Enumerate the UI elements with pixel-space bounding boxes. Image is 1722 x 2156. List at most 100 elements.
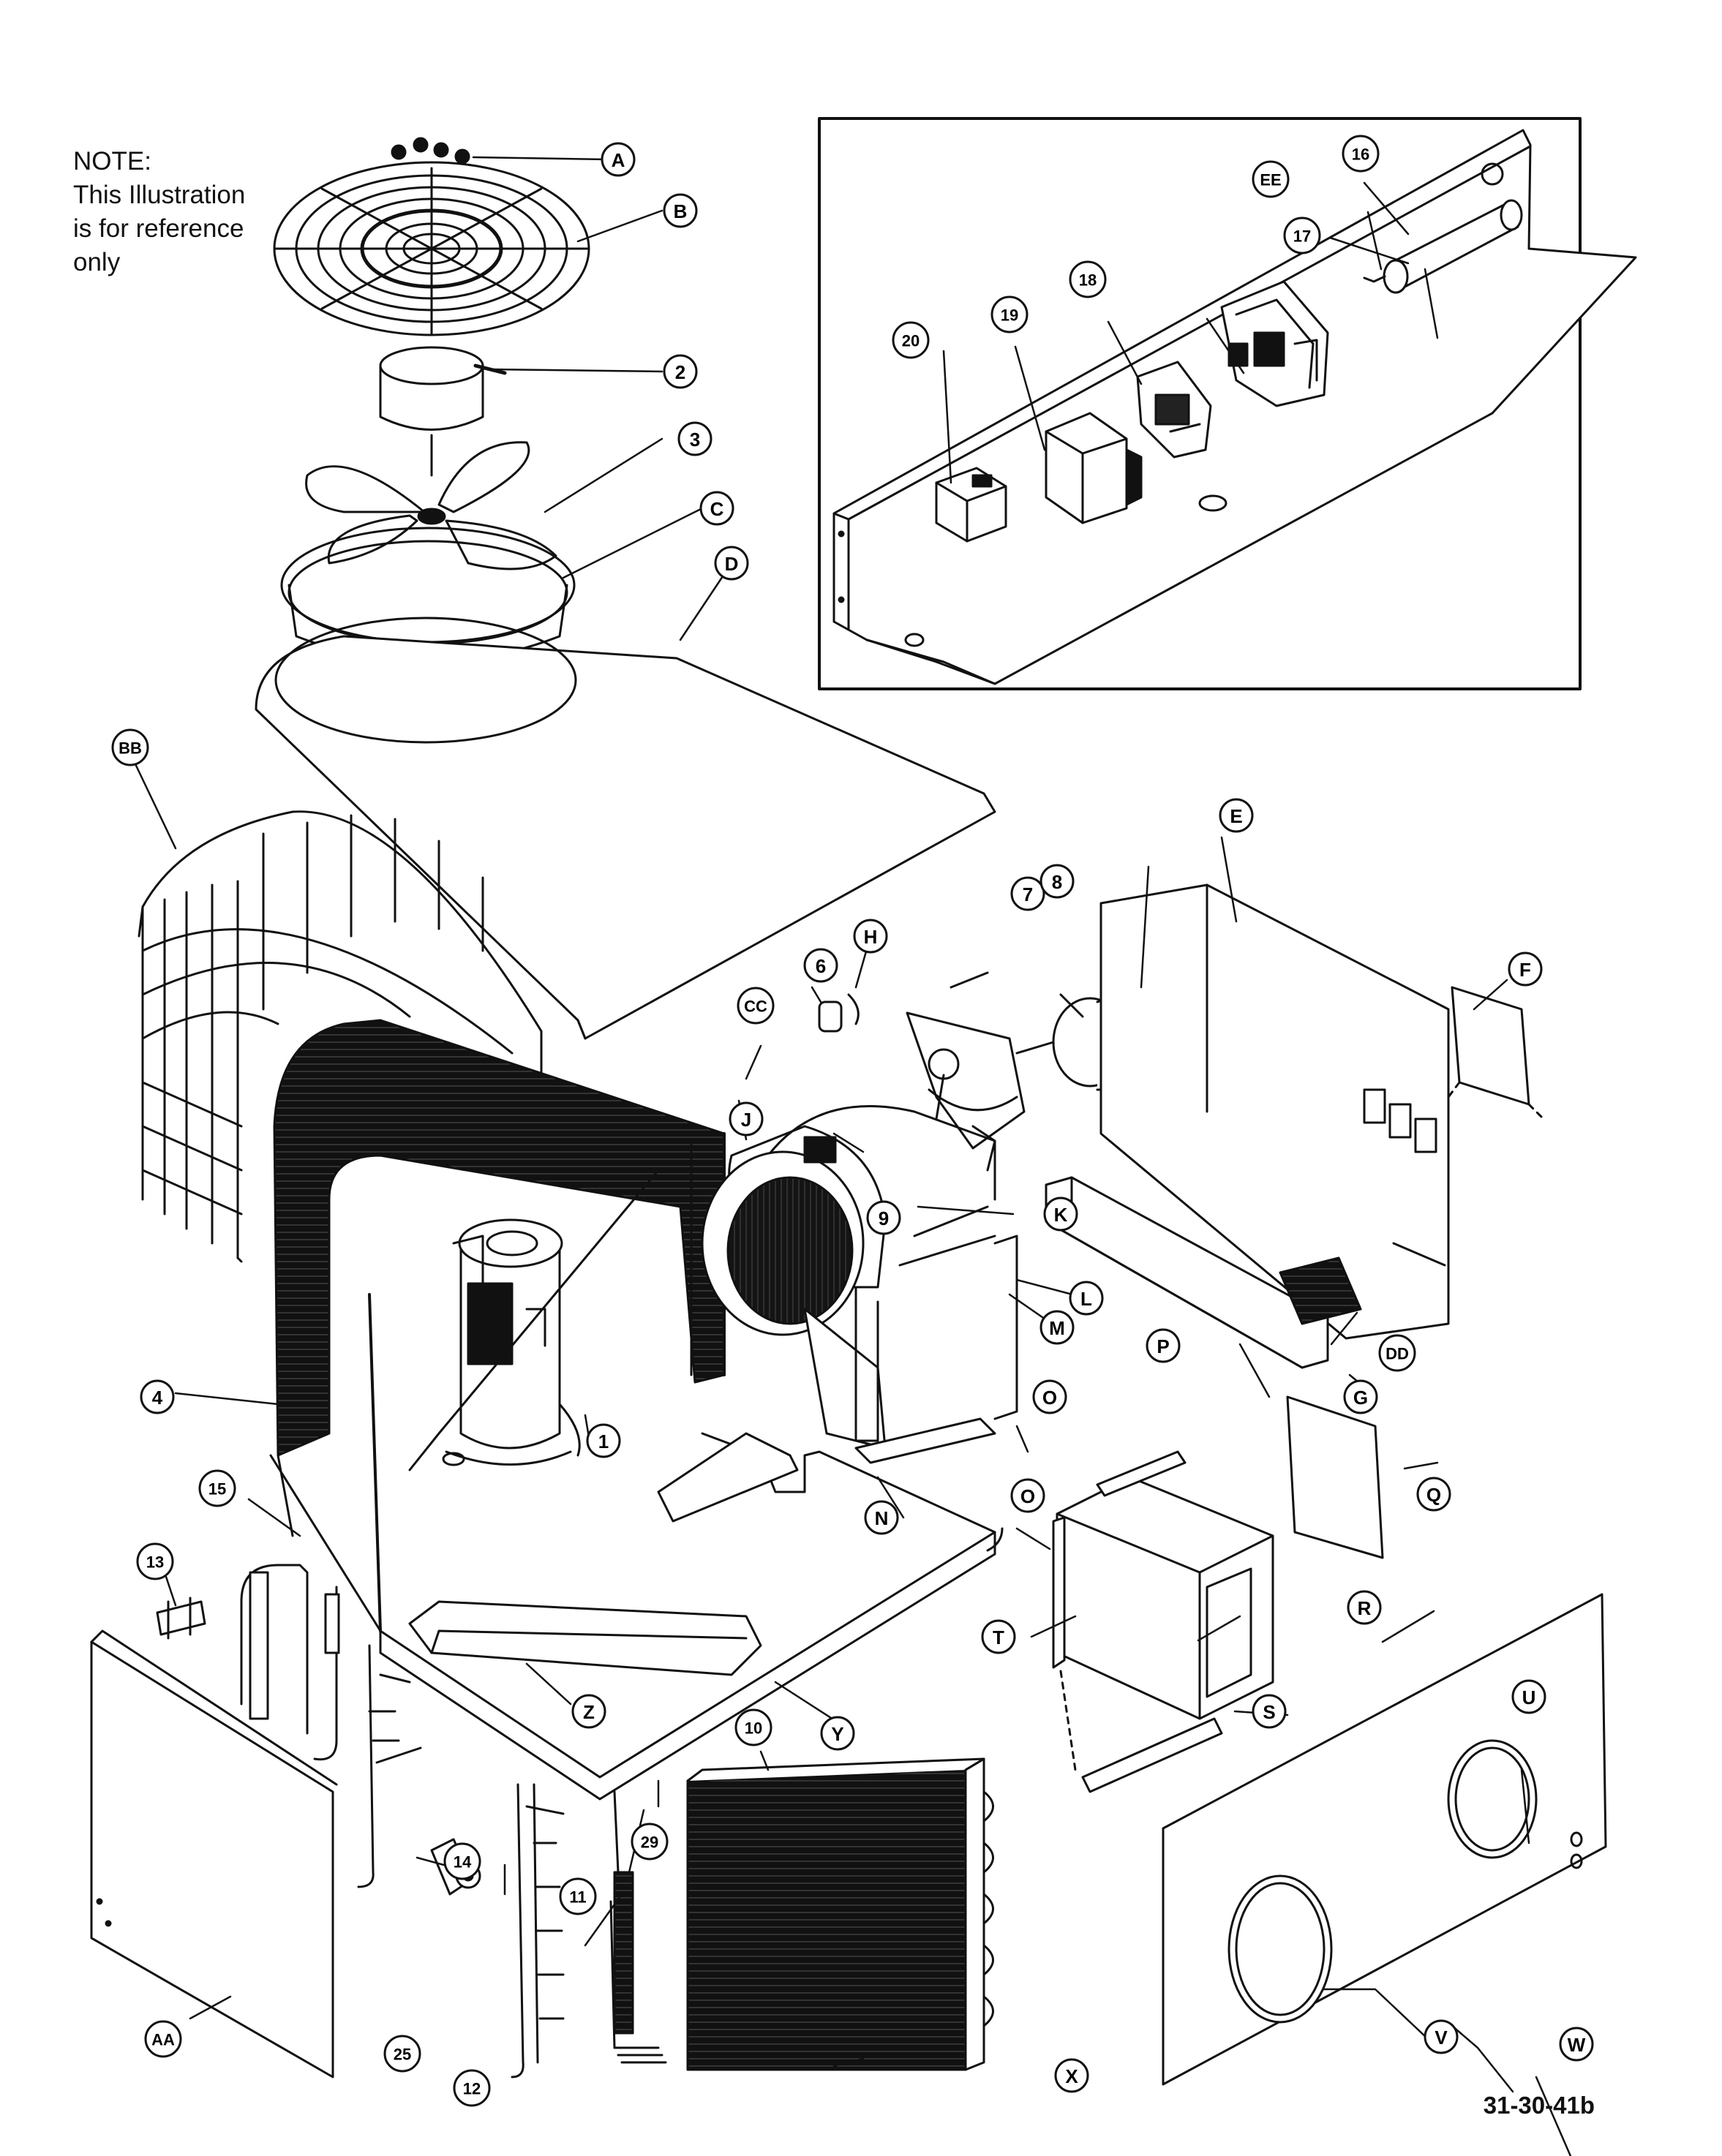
callout-circle <box>571 1694 606 1729</box>
callout-circle <box>1283 216 1321 255</box>
callout-label: K <box>1054 1204 1068 1226</box>
callout-circle <box>864 1500 899 1535</box>
callout-label: 10 <box>745 1719 762 1738</box>
callout-circle <box>1010 876 1045 911</box>
callout-label: G <box>1353 1387 1368 1409</box>
callout-label: Z <box>583 1701 595 1723</box>
callout-label: 4 <box>152 1387 163 1409</box>
callout-circle <box>892 321 930 359</box>
run-capacitor-6 <box>818 993 860 1033</box>
callout-circle <box>136 1542 174 1580</box>
callout-circle <box>1508 951 1543 987</box>
callout-label: 25 <box>394 2046 411 2064</box>
terminal-strip-dd <box>1279 1256 1362 1325</box>
callout-label: V <box>1435 2027 1448 2048</box>
callout-circle <box>663 193 698 228</box>
callout-label: M <box>1049 1317 1065 1339</box>
accumulator-15 <box>240 1564 340 1761</box>
callout-circle <box>453 2069 491 2107</box>
callout-circle <box>383 2035 421 2073</box>
callout-label: 17 <box>1293 227 1311 246</box>
note-line: This Illustration <box>73 181 246 209</box>
callout-label: EE <box>1260 171 1281 189</box>
callout-circle <box>820 1716 855 1751</box>
callout-label: 9 <box>879 1207 889 1229</box>
fan-motor-2 <box>379 346 507 477</box>
callout-circle <box>1343 1379 1378 1414</box>
callout-circle <box>1559 2027 1594 2062</box>
evaporator-coil-10 <box>686 1757 994 2071</box>
callout-label: 19 <box>1001 306 1018 325</box>
callout-label: W <box>1568 2034 1586 2056</box>
callout-label: B <box>674 200 688 222</box>
callout-circle <box>1347 1590 1382 1625</box>
rail-s <box>1081 1717 1223 1793</box>
callout-label: 8 <box>1052 871 1062 893</box>
callout-circle <box>663 354 698 389</box>
motor-mount-7 <box>906 971 1026 1172</box>
callout-label: Y <box>831 1723 843 1745</box>
callout-label: F <box>1519 959 1531 981</box>
callout-label: C <box>710 498 724 520</box>
callout-circle <box>1039 1310 1075 1345</box>
side-panel-aa <box>90 1629 338 2078</box>
coil-guard-bb <box>138 810 543 1263</box>
tube-12 <box>511 1783 565 2078</box>
callout-label: 16 <box>1352 146 1369 164</box>
callout-label: 13 <box>146 1553 164 1572</box>
callout-label: 2 <box>675 361 685 383</box>
callout-circle <box>1069 1281 1104 1316</box>
callout-label: E <box>1230 805 1242 827</box>
callout-label: T <box>993 1627 1004 1648</box>
figure-id: 31-30-41b <box>1483 2092 1595 2119</box>
reference-note: NOTE: This Illustration is for reference… <box>73 145 293 279</box>
callout-circle <box>1342 135 1380 173</box>
cover-plate-q <box>1286 1395 1384 1559</box>
callout-label: J <box>741 1109 751 1131</box>
callout-label: O <box>1042 1387 1057 1409</box>
control-panel-inset <box>818 117 1637 690</box>
callout-circle <box>990 295 1029 333</box>
callout-circle <box>1054 2058 1089 2093</box>
callout-label: 12 <box>463 2080 481 2098</box>
transformer-19 <box>1045 412 1143 524</box>
callout-circle <box>1219 798 1254 833</box>
callout-label: R <box>1358 1597 1372 1619</box>
note-line: is for reference <box>73 214 244 243</box>
compressor-1 <box>408 1169 660 1471</box>
contactor-17 <box>1220 280 1329 407</box>
callout-circle <box>1252 160 1290 198</box>
callout-label: 3 <box>690 429 700 451</box>
timer-20 <box>935 467 1007 543</box>
rail-p <box>1096 1450 1187 1497</box>
callout-label: 15 <box>208 1480 226 1499</box>
callout-circle <box>981 1619 1016 1654</box>
callout-circle <box>198 1469 236 1507</box>
callout-circle <box>111 728 149 766</box>
callout-circle <box>1146 1328 1181 1363</box>
callout-label: 18 <box>1079 271 1097 290</box>
capacitor-16 <box>1363 199 1523 294</box>
coil-enclosure-r <box>1056 1476 1274 1720</box>
note-line: only <box>73 248 121 276</box>
callout-label: P <box>1157 1335 1169 1357</box>
callout-label: D <box>725 553 739 575</box>
callout-circle <box>853 919 888 954</box>
callout-circle <box>1043 1196 1078 1232</box>
callout-circle <box>1252 1694 1287 1729</box>
callout-label: 6 <box>816 955 826 977</box>
callout-label: AA <box>151 2031 175 2049</box>
callout-label: Q <box>1426 1484 1441 1506</box>
callout-circle <box>631 1823 669 1861</box>
callout-circle <box>866 1200 901 1235</box>
callout-circle <box>559 1877 597 1915</box>
fan-guard <box>273 137 590 336</box>
callout-circle <box>729 1101 764 1137</box>
access-panel-e <box>1099 883 1450 1340</box>
callout-circle <box>1416 1477 1451 1512</box>
callout-label: A <box>612 149 625 171</box>
blower-housing <box>701 1105 996 1450</box>
blower-bracket <box>854 1205 1018 1464</box>
callout-circle <box>737 987 775 1025</box>
